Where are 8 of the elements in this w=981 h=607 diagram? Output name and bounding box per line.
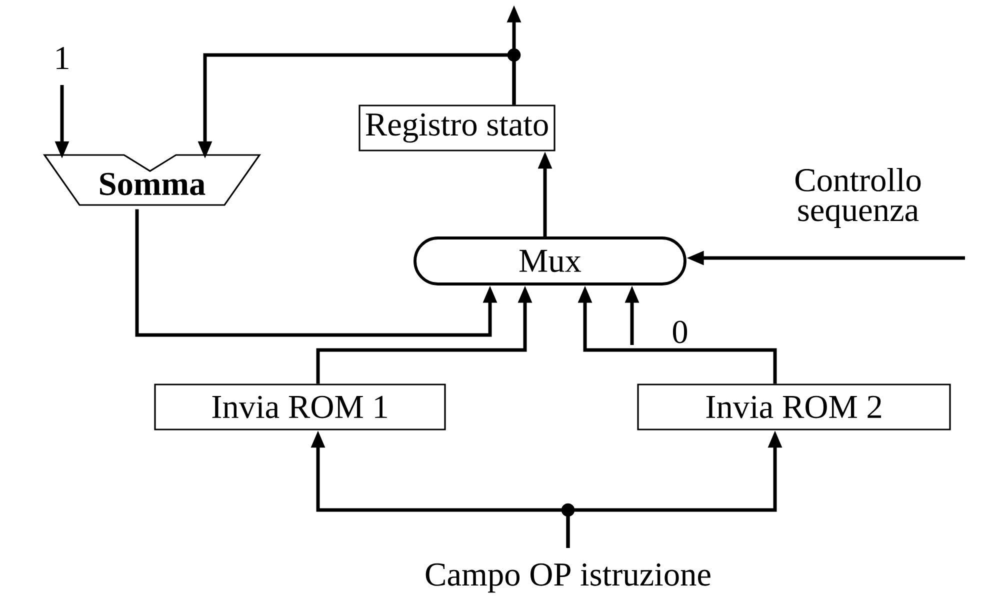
register-box: Registro stato: [358, 104, 556, 152]
signal-label: 0: [672, 320, 688, 344]
rom-box: Invia ROM 2: [637, 384, 951, 430]
signal-label: Controllo sequenza: [795, 168, 921, 228]
signal-label: 1: [56, 47, 68, 69]
multiplexer-box: Mux: [414, 236, 686, 286]
rom-box: Invia ROM 1: [154, 384, 446, 430]
signal-label: Campo OP istruzione: [426, 563, 710, 593]
